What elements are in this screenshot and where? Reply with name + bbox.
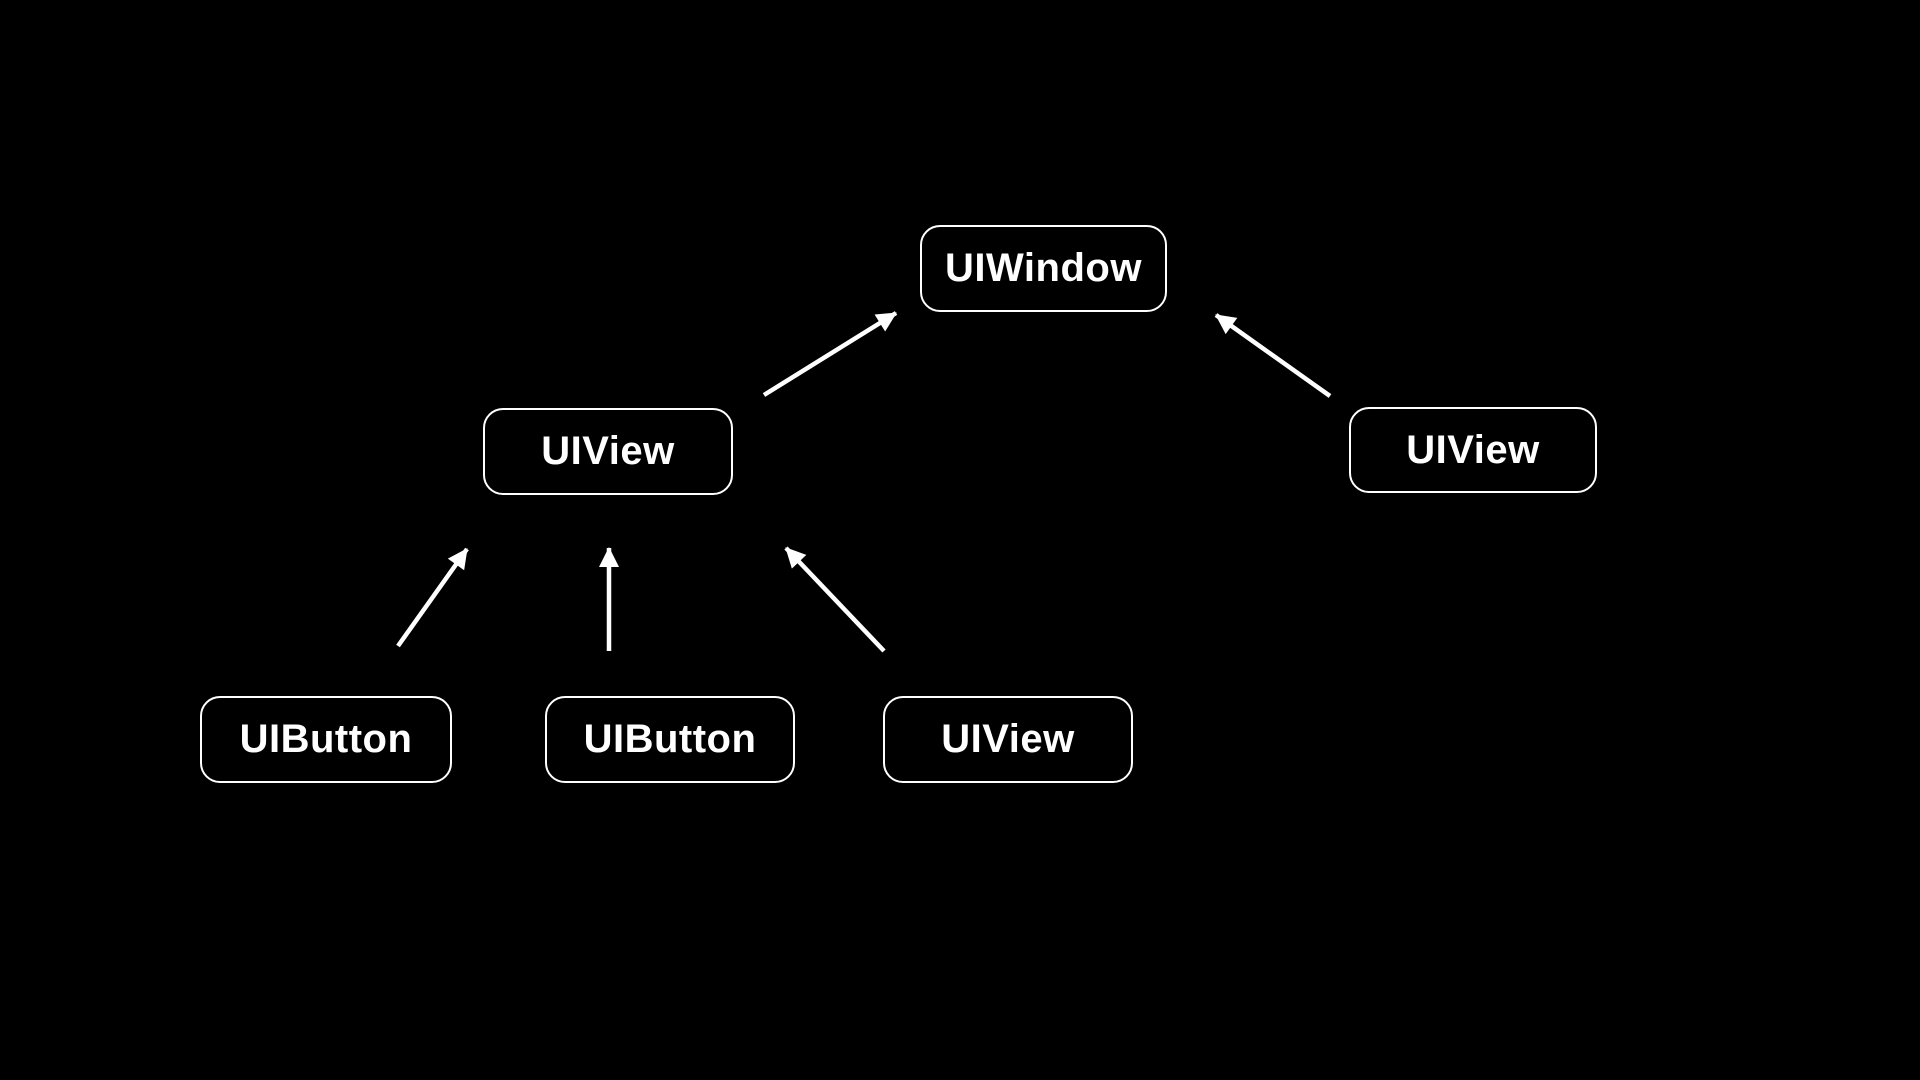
node-uibutton-1-label: UIButton [239,717,413,761]
node-uiwindow: UIWindow [920,225,1167,312]
arrow-uiview-right-to-uiwindow [1214,313,1332,398]
arrow-uibutton-1-to-uiview-left [396,547,469,648]
node-uiview-bottom-label: UIView [941,717,1075,761]
node-uiview-bottom: UIView [883,696,1133,783]
node-uiview-right-label: UIView [1406,427,1540,472]
node-uibutton-2: UIButton [545,696,795,783]
arrow-uiview-left-to-uiwindow [762,311,898,397]
arrow-uiview-bottom-to-uiview-left [784,546,886,653]
node-uibutton-2-label: UIButton [583,717,757,761]
node-uibutton-1: UIButton [200,696,452,783]
node-uiwindow-label: UIWindow [945,246,1142,290]
node-uiview-left-label: UIView [541,429,675,473]
node-uiview-right: UIView [1349,407,1597,493]
node-uiview-left: UIView [483,408,733,495]
